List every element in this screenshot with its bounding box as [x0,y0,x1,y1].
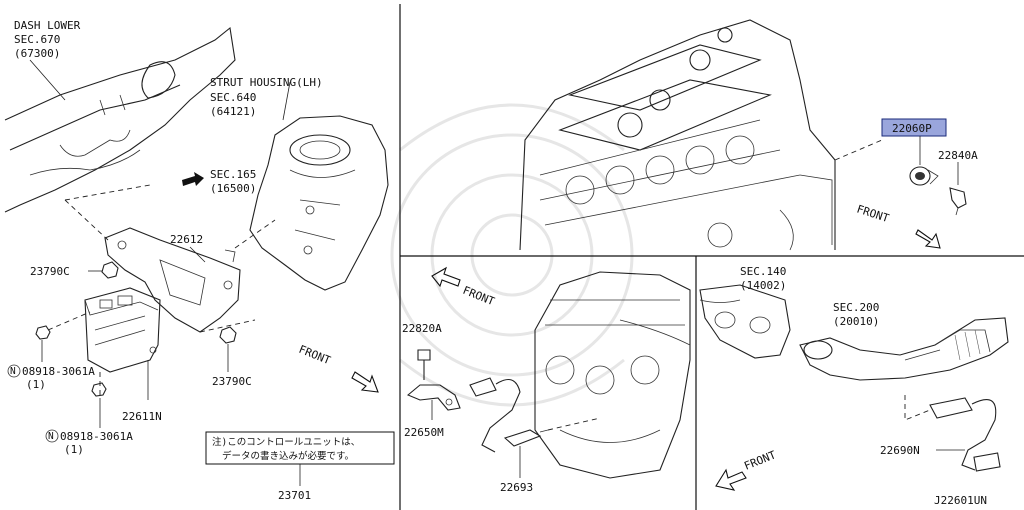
label-22693: 22693 [500,481,533,494]
strut-housing-drawing [249,115,389,291]
front-4-arrow-icon [351,371,379,393]
note-text: 注)このコントロールユニットは、データの書き込みが必要です。 [212,436,360,462]
leader-22612 [189,246,206,263]
label-22612: 22612 [170,233,203,246]
bolt-22840a-drawing [949,187,967,216]
front-3-arrow-icon [715,468,747,491]
part-22060p-highlight[interactable] [881,118,947,137]
label-sec200: SEC.200(20010) [833,301,879,328]
label-08918-b: 08918-3061A(1) [60,430,133,456]
engine-top-drawing [519,19,836,251]
n-mark-a-icon [7,364,21,378]
bracket-22650m-drawing [406,384,461,411]
n-mark-a-letter: N [10,366,16,377]
label-22060p[interactable]: 22060P [892,122,932,135]
label-front-2: FRONT [461,284,497,309]
label-23701: 23701 [278,489,311,502]
label-22840a: 22840A [938,149,978,162]
leader-strut-housing [282,81,291,121]
panel-dividers [399,4,1024,510]
label-sec165: SEC.165(16500) [210,168,256,195]
ecm-22611n-drawing [84,287,161,373]
label-sec140: SEC.140(14002) [740,265,786,292]
bolt-08918-a-drawing [35,325,51,340]
label-22690n: 22690N [880,444,920,457]
sec165-arrow-icon [182,172,204,186]
n-mark-b-icon [45,429,59,443]
label-front-4: FRONT [297,343,333,368]
label-23790c-a: 23790C [30,265,70,278]
label-front-3: FRONT [742,448,778,473]
label-strut-housing: STRUT HOUSING(LH)SEC.640(64121) [210,76,323,118]
sensor-22690n-drawing [929,397,1001,472]
front-2-arrow-icon [431,266,461,288]
leader-dash-lower [29,59,66,101]
bracket-22612-drawing [104,227,241,333]
label-22650m: 22650M [404,426,444,439]
bolt-22820a-drawing [417,349,431,380]
knock-sensor-22060p-drawing [909,166,939,186]
label-23790c-b: 23790C [212,375,252,388]
label-front-1: FRONT [855,202,891,225]
engine-block-drawing [534,271,691,479]
guide-22693 [547,417,601,431]
diagram-id: J22601UN [934,494,987,507]
exhaust-manifold-drawing [699,284,791,359]
dash-lower-panel-drawing [4,26,236,213]
front-1-arrow-icon [915,229,941,249]
label-22820a: 22820A [402,322,442,335]
bolt-08918-b-drawing [91,382,107,397]
nut-23790c-b-drawing [219,326,237,344]
label-08918-a: 08918-3061A(1) [22,365,95,391]
guide-22690n [904,395,931,421]
sensor-22693-drawing [469,377,549,453]
watermark-emblem [390,103,634,407]
assembly-guide-lines [47,184,276,395]
guide-22060p [834,139,883,161]
note-box [205,431,395,465]
catalytic-converter-drawing [799,317,1009,381]
n-mark-b-letter: N [48,431,54,442]
nut-23790c-a-drawing [101,261,119,279]
label-22611n: 22611N [122,410,162,423]
